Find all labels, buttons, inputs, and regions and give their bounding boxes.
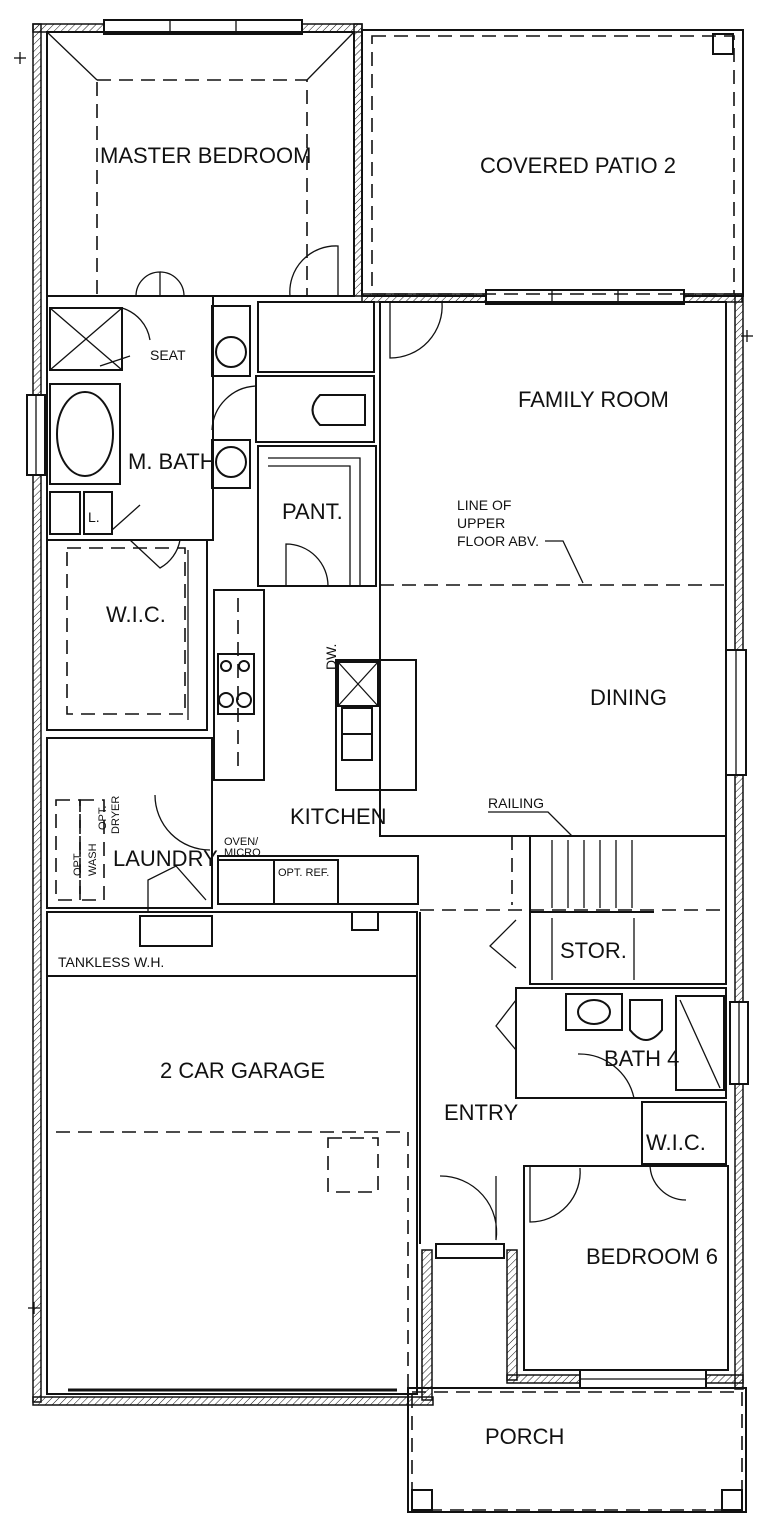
kitchen-label: KITCHEN [290,804,387,829]
garage: TANKLESS W.H. 2 CAR GARAGE [46,911,418,1395]
oven-label-1: OVEN/ [224,836,259,848]
master-bedroom: MASTER BEDROOM [46,31,355,297]
wash-label: WASH [87,843,99,876]
stair-treads [551,840,635,980]
bedroom-6: BEDROOM 6 [523,1165,729,1371]
opt-label-b: OPT. [97,806,109,830]
railing-label: RAILING [488,795,544,811]
master-wic: W.I.C. [46,539,208,731]
upper-floor-note-2: UPPER [457,515,505,531]
oven-label-2: MICRO [224,847,261,859]
bedroom6-wic-label: W.I.C. [646,1130,706,1155]
bedroom6-label: BEDROOM 6 [586,1244,718,1269]
covered-patio: COVERED PATIO 2 [371,33,735,295]
dining: DINING RAILING [488,685,667,837]
bedroom6-wic: W.I.C. [641,1101,727,1201]
upper-floor-note-1: LINE OF [457,497,511,513]
exterior-walls [26,19,749,1406]
upper-floor-note-3: FLOOR ABV. [457,533,539,549]
linen-label: L. [88,509,100,525]
m-bath-label: M. BATH [128,449,216,474]
master-bedroom-label: MASTER BEDROOM [100,143,311,168]
dining-label: DINING [590,685,667,710]
master-wic-label: W.I.C. [106,602,166,627]
kitchen: DW. KITCHEN OVEN/ MICRO OPT. REF. [213,589,419,905]
seat-label: SEAT [150,347,186,363]
dryer-label: DRYER [110,796,122,834]
stairs: STOR. [420,835,727,985]
bath4-label: BATH 4 [604,1046,679,1071]
laundry-label: LAUNDRY [113,846,218,871]
dw-label: DW. [323,644,339,670]
family-room-label: FAMILY ROOM [518,387,669,412]
pantry-label: PANT. [282,499,343,524]
opt-label-a: OPT. [72,852,84,876]
porch: PORCH [407,1387,747,1513]
dimension-marks [14,52,753,1314]
entry-label: ENTRY [444,1100,518,1125]
covered-patio-label: COVERED PATIO 2 [480,153,676,178]
opt-ref-label: OPT. REF. [278,867,329,879]
garage-label: 2 CAR GARAGE [160,1058,325,1083]
laundry: OPT. WASH OPT. DRYER LAUNDRY [46,737,218,947]
entry: ENTRY [419,912,518,1259]
family-room: FAMILY ROOM LINE OF UPPER FLOOR ABV. [379,301,727,837]
porch-label: PORCH [485,1424,564,1449]
storage-label: STOR. [560,938,627,963]
tankless-label: TANKLESS W.H. [58,954,164,970]
water-closet [211,245,375,443]
bath-4: BATH 4 [495,987,727,1099]
pantry: PANT. [257,445,377,587]
